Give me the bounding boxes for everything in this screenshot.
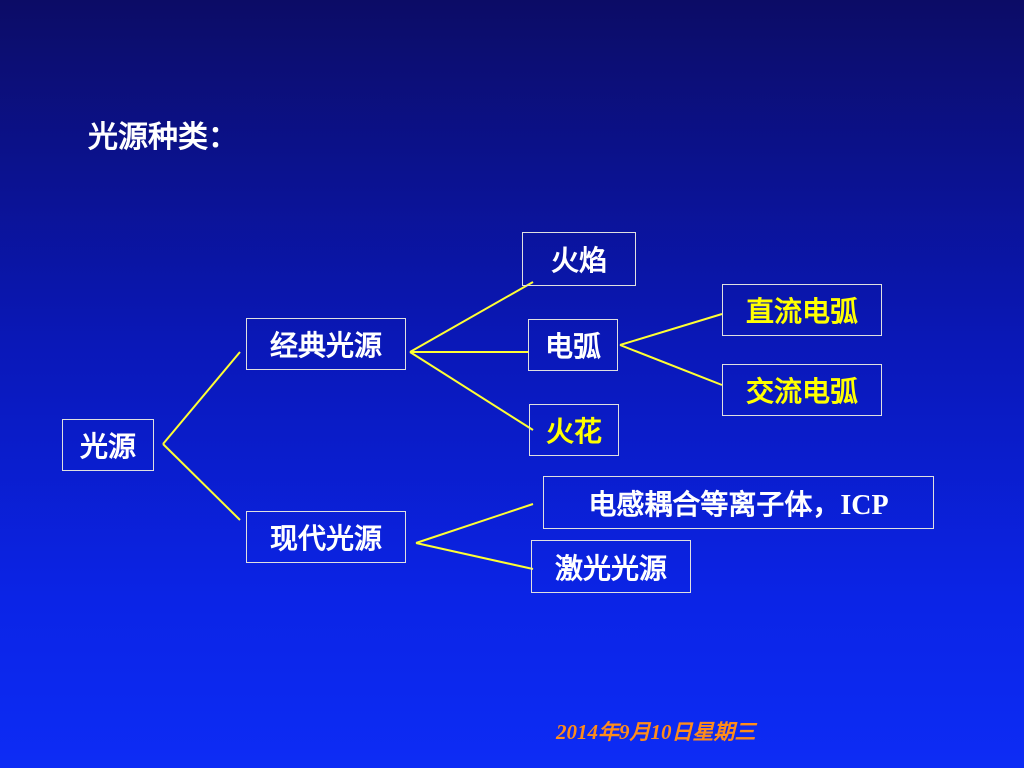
node-classic-label: 经典光源	[269, 329, 382, 362]
node-classic-light-source: 经典光源	[246, 318, 406, 370]
node-spark-label: 火花	[545, 415, 602, 448]
connector-classic-spark	[409, 351, 534, 431]
connector-arc-ac	[619, 344, 723, 386]
node-dc-arc-label: 直流电弧	[745, 295, 858, 328]
footer-date: 2014年9月10日星期三	[556, 720, 756, 744]
connector-root-classic	[162, 351, 241, 445]
connector-modern-laser	[415, 542, 534, 570]
node-laser-label: 激光光源	[554, 551, 667, 585]
node-modern-label: 现代光源	[269, 522, 382, 555]
node-dc-arc: 直流电弧	[722, 284, 882, 336]
node-arc: 电弧	[528, 319, 618, 371]
node-icp-label-en: ICP	[840, 489, 889, 521]
slide-title: 光源种类：	[88, 120, 238, 155]
node-icp-label-cn: 电感耦合等离子体，	[588, 487, 841, 521]
node-light-source-label: 光源	[79, 430, 136, 463]
connector-modern-icp	[415, 503, 534, 544]
node-flame-label: 火焰	[550, 244, 607, 277]
node-icp: 电感耦合等离子体，ICP	[543, 476, 934, 529]
connector-root-modern	[162, 443, 241, 521]
node-spark: 火花	[529, 404, 619, 456]
connector-classic-flame	[409, 281, 534, 353]
node-arc-label: 电弧	[544, 330, 601, 363]
node-flame: 火焰	[522, 232, 636, 286]
connector-arc-dc	[619, 313, 723, 346]
node-icp-label: 电感耦合等离子体，ICP	[588, 483, 888, 523]
node-ac-arc-label: 交流电弧	[745, 375, 858, 408]
node-modern-light-source: 现代光源	[246, 511, 406, 563]
node-laser: 激光光源	[531, 540, 691, 593]
node-ac-arc: 交流电弧	[722, 364, 882, 416]
node-light-source: 光源	[62, 419, 154, 471]
